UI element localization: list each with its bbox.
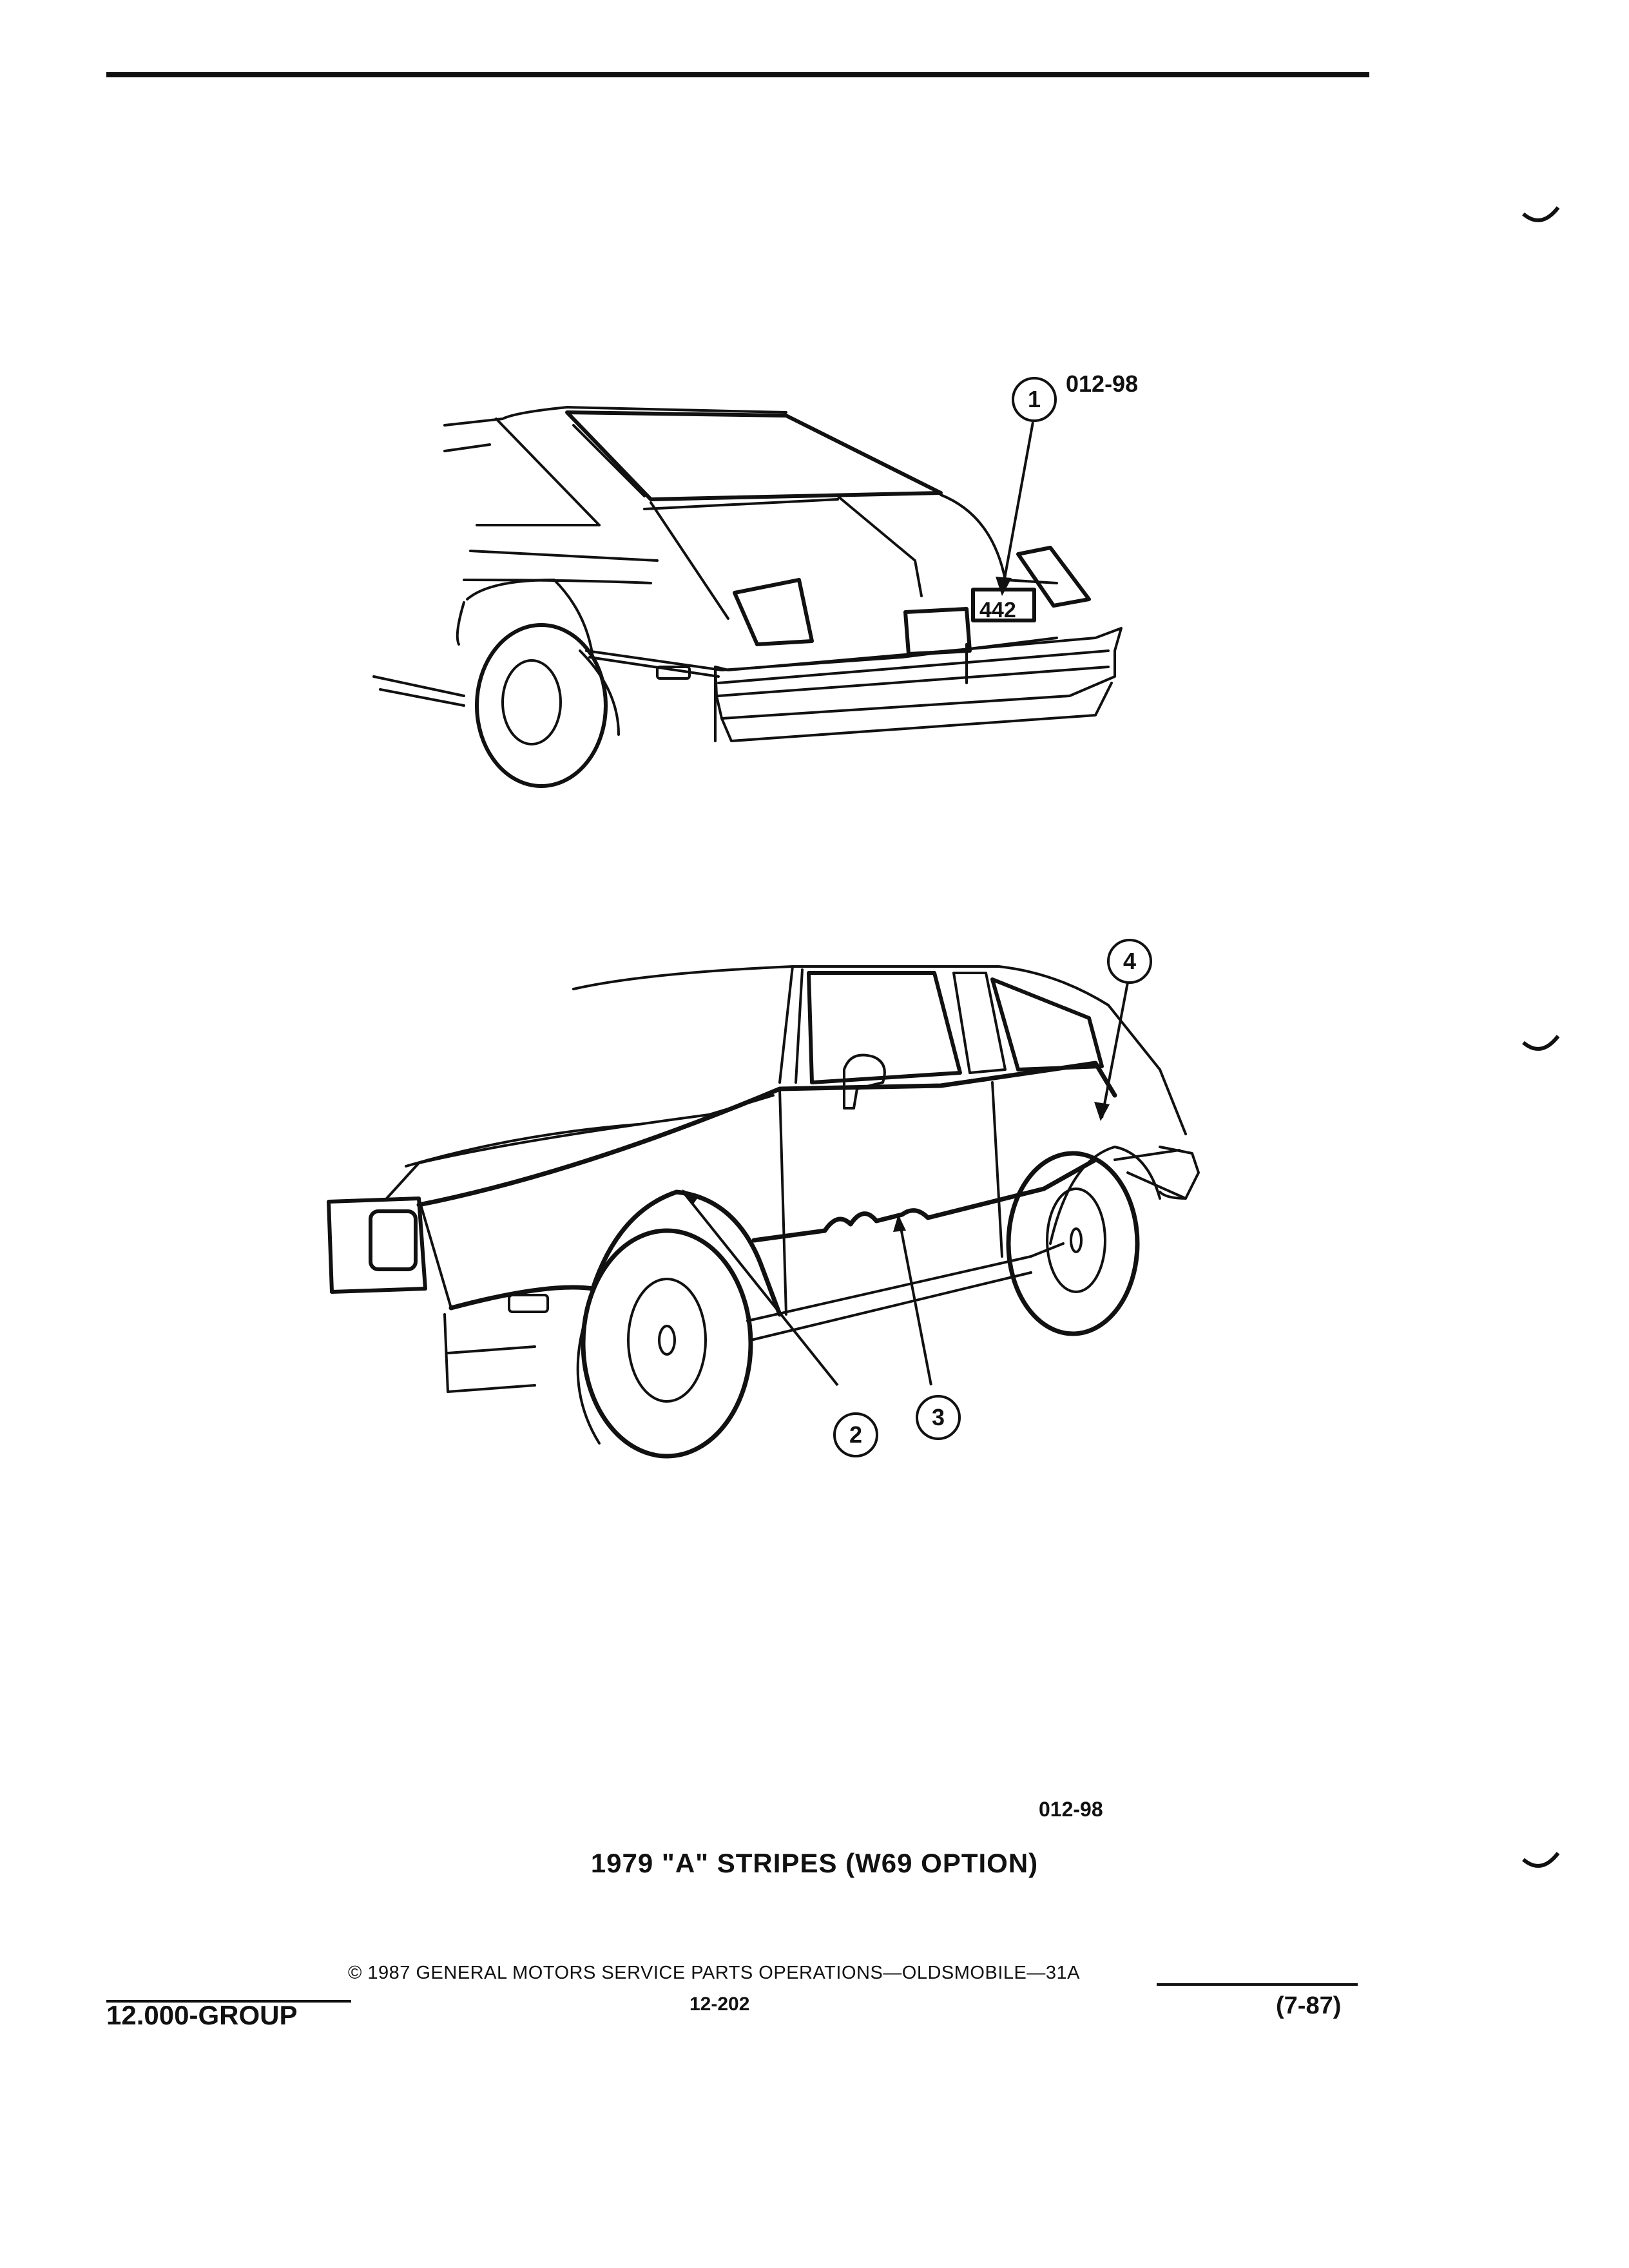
callout-4: 4	[1107, 939, 1152, 984]
callout-2: 2	[833, 1412, 878, 1457]
footer-rule-right	[1157, 1983, 1358, 1986]
callout-1-label: 1	[1027, 386, 1041, 412]
footer-rule-left	[106, 2000, 351, 2003]
figure-caption: 1979 "A" STRIPES (W69 OPTION)	[590, 1848, 1039, 1878]
reference-code-bottom: 012-98	[1039, 1798, 1103, 1821]
reference-code-top: 012-98	[1066, 370, 1139, 397]
callout-3: 3	[916, 1395, 961, 1440]
binder-hole-mark-top	[1522, 206, 1560, 222]
footer-group-label: 12.000-GROUP	[106, 2000, 298, 2030]
callout-3-label: 3	[931, 1404, 945, 1430]
emblem-442-text: 442	[979, 598, 1016, 622]
header-rule	[106, 72, 1369, 77]
binder-hole-mark-middle	[1522, 1035, 1560, 1051]
callout-2-label: 2	[849, 1421, 863, 1448]
footer-page-number: 12-202	[689, 1994, 750, 2015]
footer-revision-date: (7-87)	[1276, 1992, 1342, 2019]
callout-1: 1	[1012, 377, 1057, 422]
callout-4-label: 4	[1123, 948, 1137, 974]
footer-copyright: © 1987 GENERAL MOTORS SERVICE PARTS OPER…	[348, 1963, 1080, 1983]
binder-hole-mark-bottom	[1522, 1852, 1560, 1868]
